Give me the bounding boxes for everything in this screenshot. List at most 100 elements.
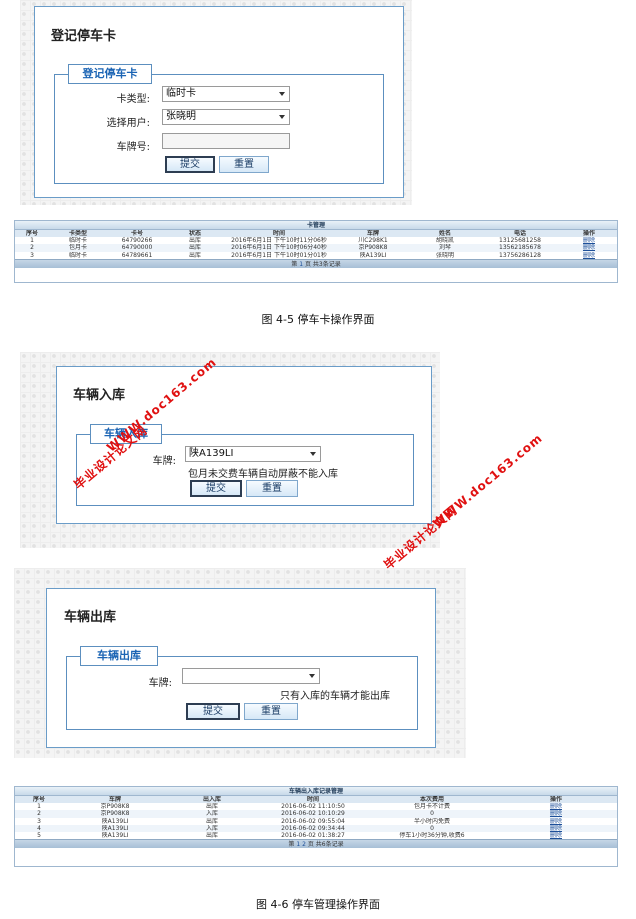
table-cell: 64790000 — [121, 244, 153, 252]
table-row: 4 陕A139LI 入库 2016-06-02 09:34:44 0 删除 — [15, 824, 617, 832]
user-select[interactable]: 张晓明 — [162, 109, 290, 125]
user-label: 选择用户: — [106, 118, 150, 129]
col-header: 车牌 — [108, 796, 121, 803]
reset-button[interactable]: 重置 — [219, 156, 269, 173]
table-cell: 川C298K1 — [358, 237, 388, 245]
entry-submit-button[interactable]: 提交 — [190, 480, 242, 497]
col-header: 电话 — [513, 230, 526, 237]
entry-plate-select[interactable]: 陕A139LI — [185, 446, 321, 462]
table-cell: 2 — [37, 810, 41, 818]
table-cell: 出库 — [205, 803, 218, 811]
fieldset-legend: 车辆出库 — [80, 646, 158, 666]
page-link[interactable]: 1 — [299, 260, 304, 268]
table-cell: 临时卡 — [68, 251, 87, 259]
table-row: 1 京P908K8 出库 2016-06-02 11:10:50 包月卡不计费 … — [15, 803, 617, 811]
chevron-down-icon — [310, 452, 316, 456]
col-header: 车牌 — [366, 230, 379, 237]
table-cell: 0 — [430, 824, 434, 832]
plate-label: 车牌号: — [116, 142, 150, 153]
table-cell: 包月卡不计费 — [413, 803, 450, 811]
table-cell: 出库 — [188, 251, 201, 259]
chevron-down-icon — [279, 115, 285, 119]
col-header: 卡类型 — [68, 230, 87, 237]
table-cell: 陕A139LI — [101, 817, 129, 825]
table-cell: 2016-06-02 09:34:44 — [281, 824, 345, 832]
pagination-summary: 页 共3条记录 — [304, 260, 341, 268]
table-cell: 1 — [37, 803, 41, 811]
delete-link[interactable]: 删除 — [582, 244, 595, 252]
fieldset-legend: 车辆入库 — [90, 424, 162, 444]
table-cell: 出库 — [205, 817, 218, 825]
table-cell: 3 — [30, 251, 34, 259]
col-header: 状态 — [188, 230, 201, 237]
record-table: 车辆出入库记录管理 序号 车牌 出入库 时间 本次费用 操作 1 京P908K8… — [14, 786, 618, 867]
table-cell: 包月卡 — [68, 244, 87, 252]
table-cell: 陕A139LI — [101, 831, 129, 839]
submit-button[interactable]: 提交 — [165, 156, 215, 173]
entry-plate-label: 车牌: — [152, 456, 176, 467]
delete-link[interactable]: 删除 — [549, 817, 562, 825]
delete-link[interactable]: 删除 — [549, 810, 562, 818]
entry-title: 车辆入库 — [73, 388, 126, 403]
table-row: 3 陕A139LI 出库 2016-06-02 09:55:04 半小时内免费 … — [15, 817, 617, 825]
table-cell: 刘琴 — [438, 244, 451, 252]
col-header: 操作 — [549, 796, 562, 803]
exit-plate-select[interactable] — [182, 668, 320, 684]
table-cell: 出库 — [205, 831, 218, 839]
page-link-2[interactable]: 2 — [302, 841, 306, 849]
exit-submit-button[interactable]: 提交 — [186, 703, 240, 720]
table-cell: 64789661 — [121, 251, 153, 259]
col-header: 出入库 — [202, 796, 221, 803]
delete-link[interactable]: 删除 — [549, 824, 562, 832]
table-cell: 2016-06-02 01:38:27 — [281, 831, 345, 839]
exit-reset-button[interactable]: 重置 — [244, 703, 298, 720]
table-cell: 京P908K8 — [100, 803, 130, 811]
table-cell: 入库 — [205, 810, 218, 818]
table-cell: 0 — [430, 810, 434, 818]
card-table-header: 序号 卡类型 卡号 状态 时间 车牌 姓名 电话 操作 — [15, 230, 617, 238]
col-header: 操作 — [582, 230, 595, 237]
table-cell: 13756286128 — [499, 251, 541, 259]
card-type-value: 临时卡 — [166, 88, 196, 99]
table-cell: 2016年6月1日 下午10时01分01秒 — [231, 251, 327, 259]
table-cell: 半小时内免费 — [413, 817, 450, 825]
table-cell: 京P908K8 — [100, 810, 130, 818]
delete-link[interactable]: 删除 — [582, 251, 595, 259]
table-cell: 5 — [37, 831, 41, 839]
card-type-select[interactable]: 临时卡 — [162, 86, 290, 102]
table-cell: 2016-06-02 11:10:50 — [281, 803, 345, 811]
col-header: 本次费用 — [419, 796, 444, 803]
plate-input[interactable] — [162, 133, 290, 149]
delete-link[interactable]: 删除 — [549, 831, 562, 839]
entry-reset-button[interactable]: 重置 — [246, 480, 298, 497]
pagination: 第 1 2 页 共6条记录 — [15, 839, 617, 849]
record-table-title: 车辆出入库记录管理 — [15, 787, 617, 796]
exit-hint: 只有入库的车辆才能出库 — [280, 691, 390, 702]
fieldset-legend: 登记停车卡 — [68, 64, 152, 84]
table-row: 3 临时卡 64789661 出库 2016年6月1日 下午10时01分01秒 … — [15, 251, 617, 259]
page-link-1[interactable]: 1 — [296, 841, 301, 849]
delete-link[interactable]: 删除 — [549, 803, 562, 811]
delete-link[interactable]: 删除 — [582, 237, 595, 245]
figure-caption: 图 4-6 停车管理操作界面 — [256, 898, 380, 911]
table-cell: 停车1小时36分钟,收费6 — [399, 831, 465, 839]
table-row: 5 陕A139LI 出库 2016-06-02 01:38:27 停车1小时36… — [15, 831, 617, 840]
table-cell: 64790266 — [121, 237, 153, 245]
chevron-down-icon — [309, 674, 315, 678]
col-header: 卡号 — [130, 230, 143, 237]
record-table-header: 序号 车牌 出入库 时间 本次费用 操作 — [15, 796, 617, 804]
table-cell: 2016年6月1日 下午10时06分40秒 — [231, 244, 327, 252]
table-cell: 3 — [37, 817, 41, 825]
table-cell: 1 — [30, 237, 34, 245]
table-cell: 临时卡 — [68, 237, 87, 245]
col-header: 时间 — [272, 230, 285, 237]
table-row: 2 京P908K8 入库 2016-06-02 10:10:29 0 删除 — [15, 810, 617, 818]
table-cell: 2 — [30, 244, 34, 252]
table-cell: 2016年6月1日 下午10时11分06秒 — [231, 237, 327, 245]
exit-title: 车辆出库 — [64, 610, 117, 625]
table-cell: 出库 — [188, 244, 201, 252]
table-cell: 胡晓凯 — [435, 237, 454, 245]
exit-plate-label: 车牌: — [148, 678, 172, 689]
card-table-title: 卡管理 — [15, 221, 617, 230]
table-cell: 张晓明 — [435, 251, 454, 259]
